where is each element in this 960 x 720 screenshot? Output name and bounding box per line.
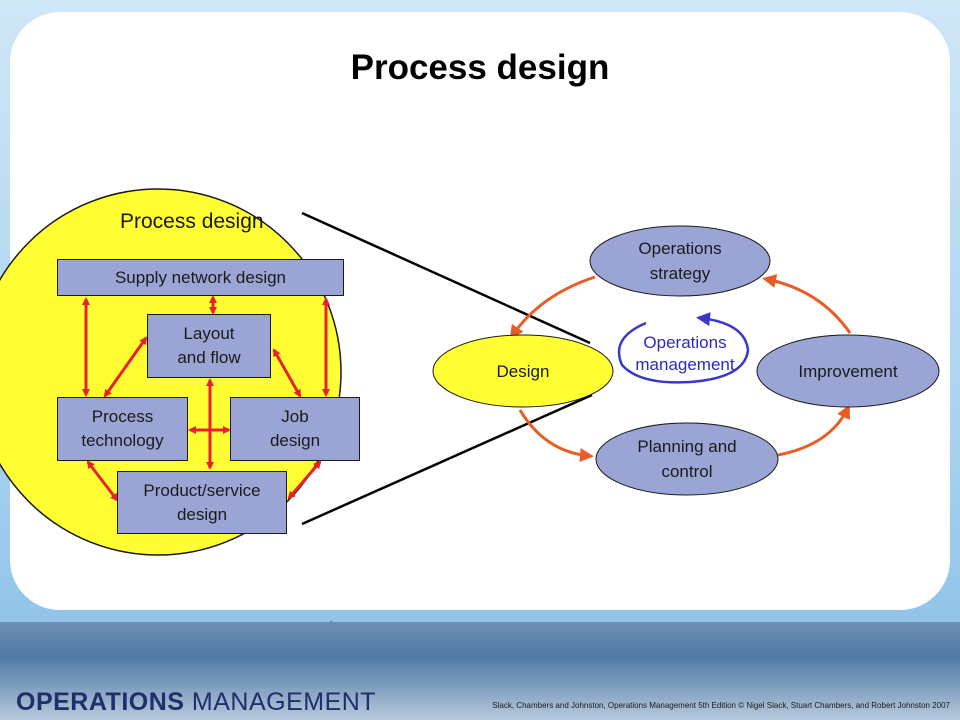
oval-strategy — [589, 225, 771, 297]
arrow-layout-job — [272, 348, 302, 398]
oval-design — [432, 334, 614, 408]
arrow-process-product — [86, 460, 119, 502]
box-process-technology-label: Process technology — [81, 407, 164, 450]
box-supply-network: Supply network design — [57, 259, 344, 296]
arrow-strategy-to-design — [509, 275, 596, 340]
zoom-line-bottom — [301, 393, 593, 526]
footer-logo: OPERATIONS MANAGEMENT — [16, 688, 376, 717]
footer-credit: Slack, Chambers and Johnston, Operations… — [492, 701, 950, 710]
box-job-design-label: Job design — [269, 407, 321, 450]
box-product-service-label: Product/service design — [143, 480, 261, 524]
label-design: Design — [496, 361, 550, 381]
label-operations-management: Operations management — [635, 333, 735, 374]
box-layout-flow-label: Layout and flow — [177, 324, 241, 367]
arrow-layout-process — [103, 336, 148, 398]
label-improvement: Improvement — [798, 361, 898, 381]
arrow-design-to-planning — [518, 409, 594, 463]
arrow-job-product — [287, 460, 322, 500]
logo-light: MANAGEMENT — [191, 688, 377, 716]
box-supply-network-label: Supply network design — [114, 267, 287, 287]
box-layout-flow: Layout and flow — [147, 314, 271, 378]
arrow-improvement-to-strategy — [762, 274, 852, 334]
logo-bold: OPERATIONS — [16, 688, 185, 716]
box-job-design: Job design — [230, 397, 360, 461]
label-planning: Planning and control — [637, 437, 737, 481]
oval-planning — [595, 422, 779, 496]
arrow-planning-to-improvement — [777, 404, 850, 457]
box-process-technology: Process technology — [57, 397, 188, 461]
label-strategy: Operations strategy — [638, 239, 722, 283]
zoom-line-top — [301, 211, 591, 345]
footer-band — [0, 622, 960, 720]
box-product-service: Product/service design — [117, 471, 287, 534]
circle-heading: Process design — [120, 210, 264, 233]
center-cycle-arrow — [617, 312, 750, 384]
oval-improvement — [756, 334, 940, 408]
page-title: Process design — [350, 48, 610, 87]
